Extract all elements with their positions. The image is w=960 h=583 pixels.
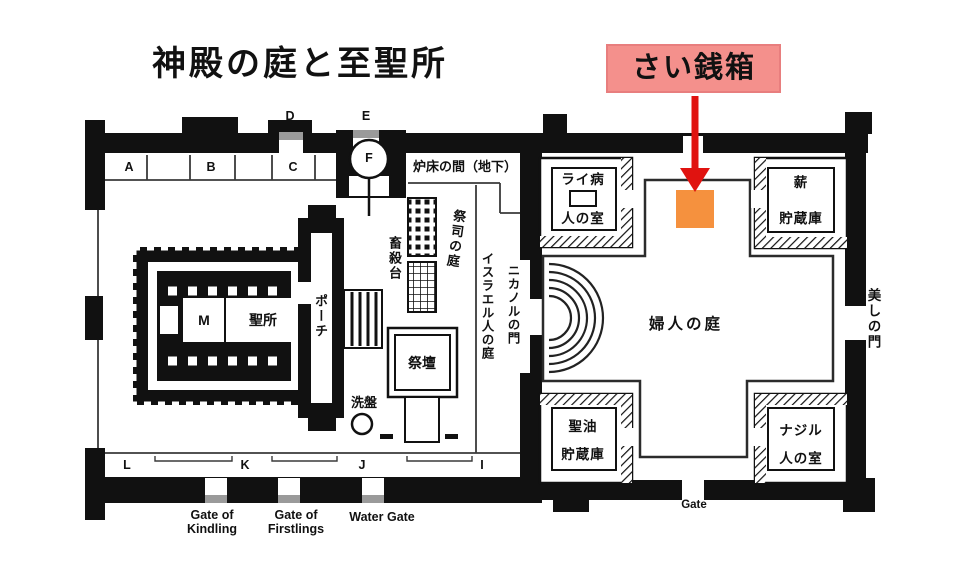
room-letter-a: A <box>124 160 134 174</box>
altar <box>380 326 459 443</box>
nazirites-room-label-2: 人の室 <box>779 451 823 466</box>
callout-box <box>606 44 781 93</box>
callout-arrow <box>680 96 710 192</box>
lepers-room-label-2: 人の室 <box>561 211 605 226</box>
firstlings-gate-label-2: Firstlings <box>267 522 325 536</box>
altar-south-ramp <box>404 396 440 443</box>
wood-storage-label-1: 薪 <box>793 175 809 190</box>
water-gate-label: Water Gate <box>349 510 415 524</box>
hearth-room-label: 炉床の間（地下） <box>412 159 518 174</box>
row-letter-l: L <box>123 458 131 472</box>
wood-storage-room <box>751 156 849 250</box>
altar-label: 祭壇 <box>408 355 436 371</box>
row-letter-j: J <box>358 458 366 472</box>
slaughter-tables-label: 畜殺台 <box>387 236 402 281</box>
porch <box>298 205 344 431</box>
wood-storage-label-2: 貯蔵庫 <box>779 211 823 226</box>
porch-label: ポーチ <box>313 294 328 339</box>
page-title: 神殿の庭と至聖所 <box>152 45 448 83</box>
gate-letter-f: F <box>365 151 373 165</box>
kindling-gate-label-1: Gate of <box>190 508 234 522</box>
south-gate-opening <box>682 480 704 500</box>
room-letter-b: B <box>206 160 216 174</box>
womens-court-label: 婦人の庭 <box>648 316 724 333</box>
kindling-gate-label-2: Kindling <box>187 522 237 536</box>
beautiful-gate-opening <box>842 306 869 340</box>
oil-storage-label-1: 聖油 <box>568 419 598 434</box>
water-gate-opening <box>362 478 384 508</box>
firstlings-gate-opening <box>278 478 300 508</box>
nazirites-room <box>751 392 849 485</box>
oil-storage-room <box>538 392 634 485</box>
gate-letter-e: E <box>361 109 371 123</box>
temple-building <box>129 243 319 409</box>
nazirites-room-label-1: ナジル <box>779 423 823 438</box>
inner-court-outline <box>97 155 521 477</box>
oil-storage-label-2: 貯蔵庫 <box>561 447 605 462</box>
altar-ramp-striped <box>343 289 383 349</box>
slaughter-tables <box>407 197 437 313</box>
kindling-gate-opening <box>205 478 227 508</box>
room-letter-m: M <box>198 312 210 328</box>
lepers-room <box>538 156 634 249</box>
israelites-court-label: イスラエル人の庭 <box>479 252 494 360</box>
womens-court-outline <box>541 178 835 459</box>
lepers-room-label-1: ライ病 <box>561 172 605 187</box>
callout-label: さい銭箱 <box>631 52 757 84</box>
room-letter-c: C <box>288 160 298 174</box>
wall-gate-openings <box>205 130 869 508</box>
nicanor-gate-steps <box>505 260 605 374</box>
laver-circle <box>350 412 374 436</box>
beautiful-gate-label: 美しの門 <box>865 288 881 350</box>
gate-letter-d: D <box>285 109 295 123</box>
offering-box-marker <box>676 190 714 228</box>
row-letter-k: K <box>240 458 250 472</box>
south-gate-label: Gate <box>681 499 707 511</box>
holy-place-label: 聖所 <box>249 312 277 328</box>
nicanor-label-box <box>505 260 530 373</box>
row-letter-i: I <box>480 458 484 472</box>
nicanor-gate-label: ニカノルの門 <box>505 264 520 345</box>
laver-label: 洗盤 <box>350 395 378 410</box>
firstlings-gate-label-1: Gate of <box>274 508 318 522</box>
